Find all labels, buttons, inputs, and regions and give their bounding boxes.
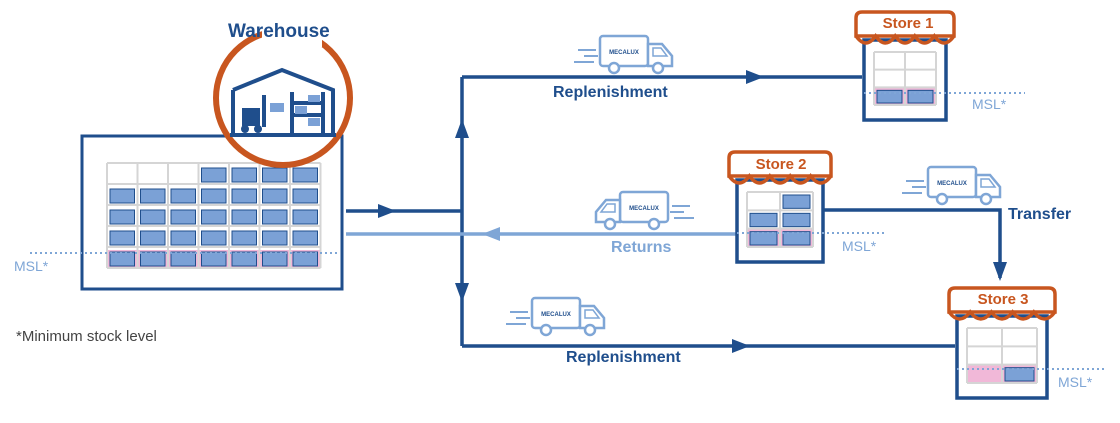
stock-box xyxy=(170,188,196,204)
stock-box xyxy=(201,230,227,246)
replenishment-label-top: Replenishment xyxy=(553,84,668,101)
stock-box xyxy=(262,251,288,267)
store-1-msl-label: MSL* xyxy=(972,96,1007,112)
warehouse-title: Warehouse xyxy=(228,21,330,42)
truck-icon: MECALUX xyxy=(594,190,694,231)
stock-box xyxy=(170,251,196,267)
store-1 xyxy=(854,10,1025,122)
stock-box xyxy=(140,209,166,225)
stock-box xyxy=(231,188,257,204)
stock-box xyxy=(782,212,811,228)
stock-box xyxy=(262,209,288,225)
stock-box xyxy=(201,188,227,204)
truck-brand: MECALUX xyxy=(541,312,571,318)
store-1-name: Store 1 xyxy=(882,15,934,32)
stock-box xyxy=(140,230,166,246)
stock-box xyxy=(140,251,166,267)
stock-box xyxy=(231,251,257,267)
footnote: *Minimum stock level xyxy=(16,328,157,345)
store-3-msl-label: MSL* xyxy=(1058,374,1093,390)
stock-box xyxy=(231,209,257,225)
stock-box xyxy=(170,209,196,225)
store-2 xyxy=(727,150,885,264)
stock-box xyxy=(201,167,227,183)
store-3 xyxy=(947,286,1105,400)
warehouse-racks xyxy=(106,162,322,269)
transfer-label: Transfer xyxy=(1008,206,1072,223)
truck-icon: MECALUX xyxy=(574,34,674,75)
stock-box xyxy=(201,251,227,267)
truck-icon: MECALUX xyxy=(506,296,606,337)
stock-box xyxy=(1004,367,1035,382)
stock-box xyxy=(749,212,778,228)
stock-box xyxy=(782,194,811,209)
stock-box xyxy=(109,209,135,225)
warehouse-msl-label: MSL* xyxy=(14,258,49,274)
stock-box xyxy=(782,231,811,246)
stock-box xyxy=(292,188,318,204)
returns-label: Returns xyxy=(611,239,672,256)
stock-box xyxy=(109,251,135,267)
stock-box xyxy=(292,230,318,246)
replenishment-label-bottom: Replenishment xyxy=(566,349,681,366)
flow-lines xyxy=(346,70,1007,353)
transfer-line xyxy=(824,208,1002,278)
truck-brand: MECALUX xyxy=(629,206,659,212)
stock-box xyxy=(231,230,257,246)
truck-brand: MECALUX xyxy=(937,181,967,187)
stock-box xyxy=(201,209,227,225)
stock-box xyxy=(292,251,318,267)
truck-brand: MECALUX xyxy=(609,50,639,56)
stock-box xyxy=(140,188,166,204)
store-2-name: Store 2 xyxy=(755,156,807,173)
warehouse-emblem-circle xyxy=(213,28,353,168)
stock-box xyxy=(749,231,778,246)
stock-box xyxy=(262,167,288,183)
warehouse xyxy=(30,21,353,291)
store-3-name: Store 3 xyxy=(977,291,1029,308)
stock-box xyxy=(109,230,135,246)
stock-box xyxy=(231,167,257,183)
stock-box xyxy=(262,230,288,246)
stock-box xyxy=(292,209,318,225)
stock-box xyxy=(170,230,196,246)
stock-box xyxy=(109,188,135,204)
truck-icon: MECALUX xyxy=(902,165,1002,206)
store-2-msl-label: MSL* xyxy=(842,238,877,254)
store-awning xyxy=(854,10,956,38)
stock-box xyxy=(262,188,288,204)
warehouse-icon xyxy=(230,67,336,137)
stock-box xyxy=(292,167,318,183)
